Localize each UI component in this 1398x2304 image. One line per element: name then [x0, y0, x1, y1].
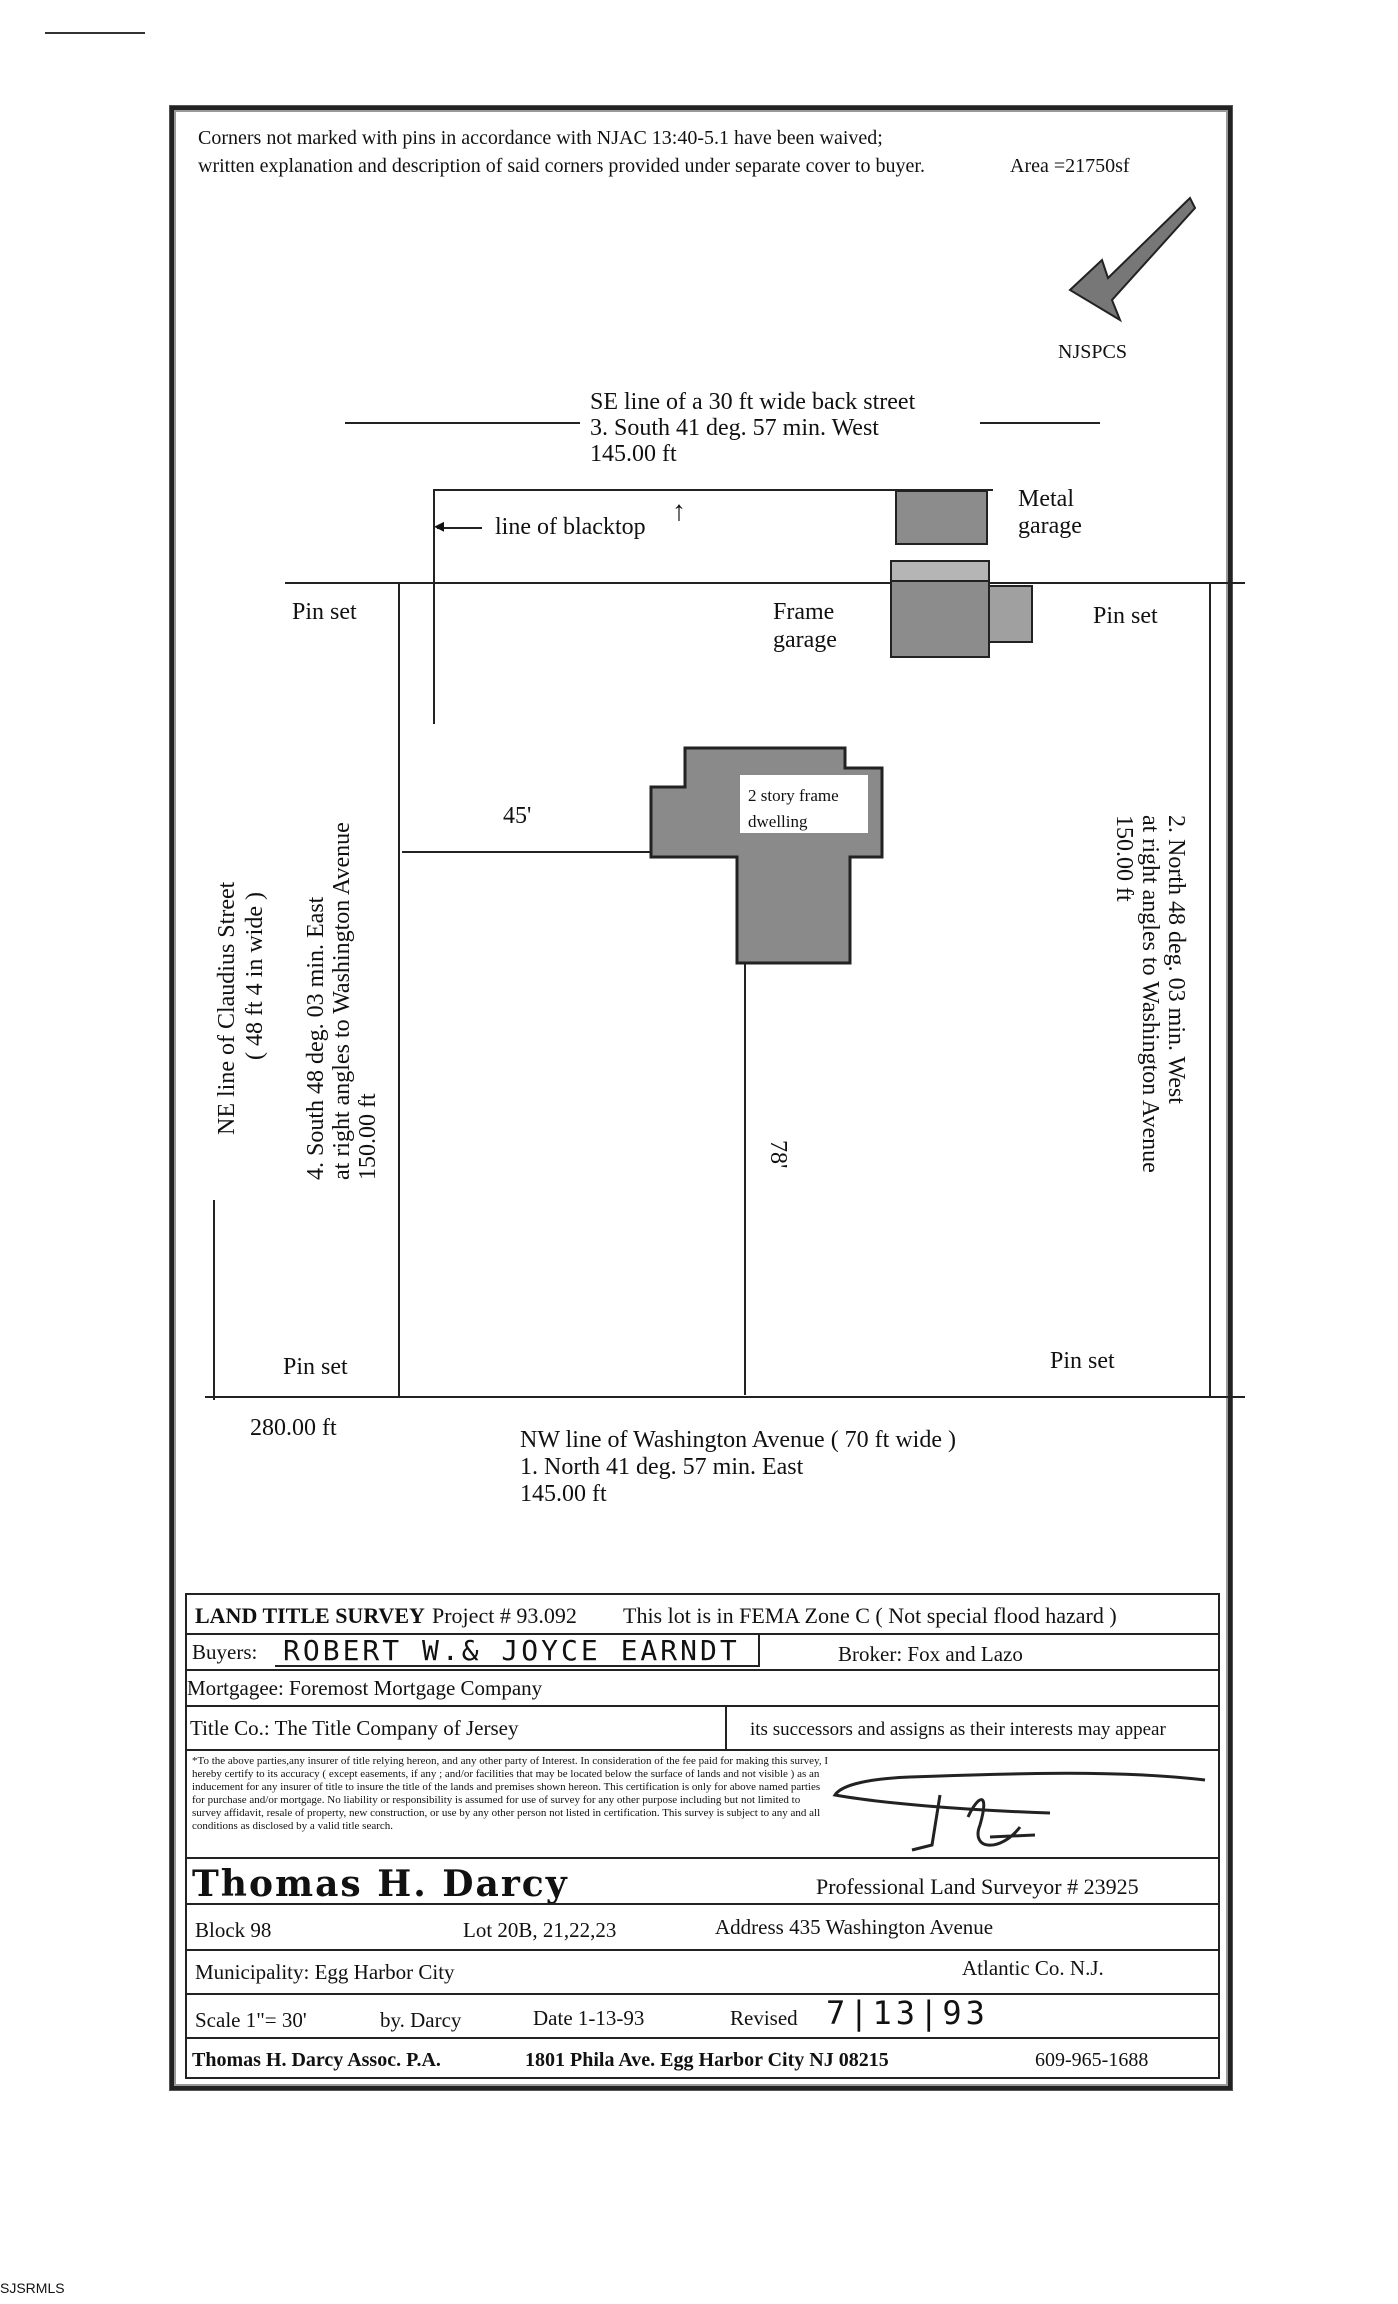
survey-frame: [170, 106, 1232, 2090]
front-line: [205, 1396, 1245, 1398]
setback-front-label: 78': [765, 1140, 791, 1169]
washington-label-3: 145.00 ft: [520, 1481, 607, 1507]
footer-watermark: SJSRMLS: [0, 2280, 65, 2296]
property-address: Address 435 Washington Avenue: [715, 1915, 994, 1939]
surveyor-signature: [832, 1771, 1206, 1852]
blacktop-line-top: [433, 489, 993, 491]
surveyor-name: Thomas H. Darcy: [192, 1863, 569, 1905]
frame-garage-strip: [890, 560, 990, 582]
back-street-label-1: SE line of a 30 ft wide back street: [590, 389, 916, 415]
frame-garage-annex: [988, 585, 1033, 643]
rear-line: [285, 582, 1245, 584]
pin-set-ne: Pin set: [1093, 603, 1158, 629]
title-company: Title Co.: The Title Company of Jersey: [190, 1716, 519, 1740]
back-street-line-right: [980, 422, 1100, 424]
east-side-label-1: 2. North 48 deg. 03 min. West: [1163, 815, 1189, 1104]
drawn-by: by. Darcy: [380, 2008, 462, 2032]
blacktop-arrow-up: ↑: [672, 496, 686, 527]
blacktop-arrow-head: ◂: [434, 515, 445, 537]
frame-garage-label-2: garage: [773, 627, 837, 653]
survey-date: Date 1-13-93: [533, 2006, 645, 2030]
municipality: Municipality: Egg Harbor City: [195, 1960, 455, 1984]
blacktop-label: line of blacktop: [495, 514, 646, 540]
revised-date: 7|13|93: [826, 1994, 989, 2032]
pin-set-nw: Pin set: [292, 599, 357, 625]
west-side-label-1: 4. South 48 deg. 03 min. East: [303, 896, 329, 1180]
title-co-box: [185, 1705, 727, 1751]
property-boundary: [398, 582, 1211, 1398]
buyers-label: Buyers:: [192, 1640, 258, 1664]
scale-row: [185, 1993, 1220, 2039]
dwelling-label-2: dwelling: [748, 812, 808, 831]
back-street-label-3: 145.00 ft: [590, 441, 677, 467]
scan-mark: [45, 32, 145, 34]
revised-label: Revised: [730, 2006, 798, 2030]
area-label: Area =21750sf: [1010, 155, 1130, 177]
county: Atlantic Co. N.J.: [962, 1956, 1104, 1980]
fema-zone: This lot is in FEMA Zone C ( Not special…: [623, 1603, 1117, 1628]
metal-garage-label-1: Metal: [1018, 486, 1074, 512]
note-line-2: written explanation and description of s…: [198, 155, 925, 177]
frame-garage: [890, 580, 990, 658]
certification-text: *To the above parties,any insurer of tit…: [192, 1755, 829, 1832]
pin-set-sw: Pin set: [283, 1354, 348, 1380]
broker: Broker: Fox and Lazo: [838, 1642, 1023, 1666]
project-number: Project # 93.092: [432, 1603, 577, 1628]
scale: Scale 1"= 30': [195, 2008, 307, 2032]
block-number: Block 98: [195, 1918, 272, 1942]
claudius-label-2: ( 48 ft 4 in wide ): [242, 892, 268, 1060]
claudius-label-1: NE line of Claudius Street: [214, 881, 240, 1135]
pin-set-se: Pin set: [1050, 1348, 1115, 1374]
blacktop-arrow-left: [437, 527, 482, 529]
surveyor-title: Professional Land Surveyor # 23925: [816, 1874, 1139, 1899]
firm-address: 1801 Phila Ave. Egg Harbor City NJ 08215: [525, 2049, 889, 2071]
block-row: [185, 1903, 1220, 1951]
note-line-1: Corners not marked with pins in accordan…: [198, 127, 883, 149]
metal-garage-label-2: garage: [1018, 513, 1082, 539]
dwelling-footprint: [649, 746, 884, 965]
setback-side-line: [402, 851, 650, 853]
frame-garage-label-1: Frame: [773, 599, 835, 625]
distance-280: 280.00 ft: [250, 1415, 337, 1441]
firm-row: [185, 2037, 1220, 2079]
title-heading: LAND TITLE SURVEY: [195, 1603, 425, 1628]
setback-side-label: 45': [503, 803, 532, 829]
lot-number: Lot 20B, 21,22,23: [463, 1918, 617, 1942]
buyers-box: [275, 1635, 760, 1667]
north-label: NJSPCS: [1058, 341, 1127, 363]
buyers-name: ROBERT W.& JOYCE EARNDT: [283, 1634, 740, 1667]
successors: its successors and assigns as their inte…: [750, 1719, 1166, 1740]
claudius-line: [213, 1200, 215, 1400]
firm-phone: 609-965-1688: [1035, 2049, 1149, 2071]
dwelling-label-1: 2 story frame: [748, 786, 839, 805]
north-arrow-icon: [1068, 196, 1197, 323]
mortgagee: Mortgagee: Foremost Mortgage Company: [187, 1676, 543, 1700]
firm-name: Thomas H. Darcy Assoc. P.A.: [192, 2049, 441, 2071]
setback-front-line: [744, 963, 746, 1395]
back-street-line-left: [345, 422, 580, 424]
washington-label-1: NW line of Washington Avenue ( 70 ft wid…: [520, 1427, 956, 1453]
back-street-label-2: 3. South 41 deg. 57 min. West: [590, 415, 879, 441]
blacktop-line-side: [433, 489, 435, 724]
east-side-label-3: 150.00 ft: [1111, 815, 1137, 902]
east-side-label-2: at right angles to Washington Avenue: [1137, 815, 1163, 1173]
west-side-label-3: 150.00 ft: [355, 1093, 381, 1180]
metal-garage: [895, 490, 988, 545]
washington-label-2: 1. North 41 deg. 57 min. East: [520, 1454, 804, 1480]
west-side-label-2: at right angles to Washington Avenue: [329, 822, 355, 1180]
